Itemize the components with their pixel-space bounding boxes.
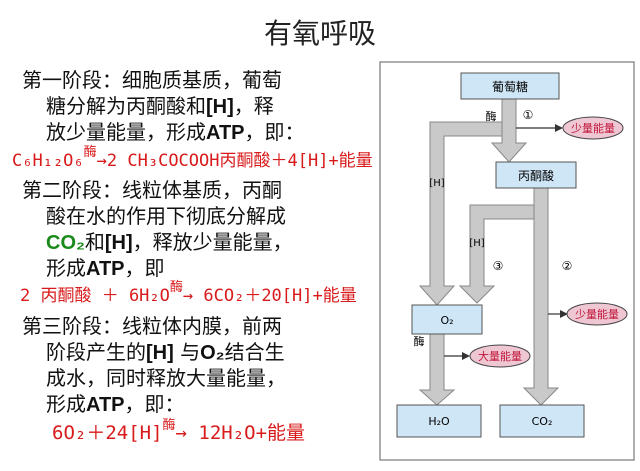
stage2-atp: ATP	[86, 258, 125, 280]
stage2-text: 和	[84, 230, 105, 254]
stage1-atp: ATP	[206, 122, 245, 144]
stage3-h: [H]	[146, 342, 174, 364]
stage1-text: ，释	[233, 94, 274, 118]
step-1-number: ①	[523, 108, 534, 122]
oxygen-label: O₂	[440, 314, 453, 327]
eq1-left: C₆H₁₂O₆	[12, 151, 84, 171]
stage1-line3: 放少量能量，形成ATP，即：	[46, 116, 305, 145]
stage3-line1: 第三阶段：线粒体内膜，前两	[22, 314, 282, 338]
pyruvate-label: 丙酮酸	[518, 168, 554, 183]
stage3-equation: 6O₂＋24[H]酶→ 12H₂O+能量	[52, 418, 305, 445]
eq3-left: 6O₂＋24[H]	[52, 422, 163, 444]
large-energy-ellipse	[469, 344, 531, 368]
eq3-enzyme: 酶	[162, 418, 176, 433]
glucose-box	[460, 72, 560, 100]
stage1-equation: C₆H₁₂O₆酶→2 CH₃COCOOH丙酮酸＋4[H]+能量	[12, 145, 373, 171]
stage2-text: 形成	[46, 256, 86, 280]
arrow-stage1-h	[418, 121, 503, 306]
arrow-stage2-h	[458, 204, 535, 304]
water-label: H₂O	[428, 415, 450, 428]
stage1-line2: 糖分解为丙酮酸和[H]，释	[46, 90, 274, 119]
eq1-enzyme: 酶	[83, 145, 97, 160]
eq2-enzyme: 酶	[169, 280, 183, 295]
small-energy-2-label: 少量能量	[575, 307, 619, 321]
stage2-line2: 酸在水的作用下彻底分解成	[46, 204, 286, 228]
stage1-text: 糖分解为丙酮酸和	[46, 94, 206, 118]
stage2-co2: CO₂	[46, 232, 85, 254]
stage3-text: ，即：	[124, 392, 185, 416]
stage3-text: 结合生	[224, 340, 285, 364]
large-energy-label: 大量能量	[478, 349, 522, 363]
small-energy-1-label: 少量能量	[571, 121, 615, 135]
stage2-line4: 形成ATP，即	[46, 252, 165, 281]
h-label-2: [H]	[469, 238, 484, 249]
eq2-right: → 6CO₂＋20[H]+能量	[182, 286, 357, 306]
arrow-pyruvate-co2	[522, 187, 560, 406]
energy-arrowhead-3	[462, 352, 470, 360]
stage3-line2: 阶段产生的[H] 与O₂结合生	[46, 336, 285, 365]
h-label-1: [H]	[429, 178, 444, 189]
stage3-text: 阶段产生的	[46, 340, 146, 364]
stage2-line3: CO₂和[H]，释放少量能量，	[46, 226, 293, 255]
stage3-atp: ATP	[86, 394, 125, 416]
stage2-text: ，释放少量能量，	[132, 230, 293, 254]
arrow-glucose-pyruvate	[490, 96, 528, 163]
stage1-text: 放少量能量，形成	[46, 120, 206, 144]
stage3-line3: 成水，同时释放大量能量，	[46, 366, 286, 390]
water-box	[396, 404, 482, 438]
oxygen-box	[411, 304, 483, 335]
stage2-text: ，即	[124, 256, 165, 280]
stage2-equation: 2 丙酮酸 ＋ 6H₂O酶→ 6CO₂＋20[H]+能量	[20, 280, 357, 306]
page-title: 有氧呼吸	[263, 17, 376, 50]
eq3-right: → 12H₂O+能量	[175, 422, 306, 444]
stage1-text: ，即：	[244, 120, 305, 144]
stage3-text: 与	[173, 340, 201, 364]
stage3-o2: O₂	[200, 342, 225, 364]
glucose-label: 葡萄糖	[492, 79, 528, 94]
pyruvate-box	[495, 161, 577, 189]
small-energy-1-ellipse	[562, 116, 624, 140]
enzyme-label-1: 酶	[486, 110, 497, 123]
energy-arrowhead-1	[555, 124, 563, 132]
small-energy-2-ellipse	[566, 302, 628, 326]
co2-label: CO₂	[532, 415, 553, 428]
eq2-left: 2 丙酮酸 ＋ 6H₂O	[20, 286, 170, 306]
stage1-h: [H]	[206, 96, 234, 118]
energy-arrowhead-2	[560, 310, 568, 318]
stage1-line1: 第一阶段：细胞质基质，葡萄	[22, 68, 282, 92]
stage3-line4: 形成ATP，即：	[46, 388, 185, 417]
stage2-line1: 第二阶段：线粒体基质，丙酮	[22, 178, 282, 202]
stage3-text: 形成	[46, 392, 86, 416]
eq1-right: →2 CH₃COCOOH丙酮酸＋4[H]+能量	[96, 151, 373, 171]
stage2-h: [H]	[104, 232, 133, 254]
step-3-number: ③	[493, 259, 504, 273]
co2-box	[499, 404, 585, 438]
enzyme-label-2: 酶	[414, 335, 425, 348]
step-2-number: ②	[562, 259, 573, 273]
arrow-o2-water	[418, 333, 456, 406]
